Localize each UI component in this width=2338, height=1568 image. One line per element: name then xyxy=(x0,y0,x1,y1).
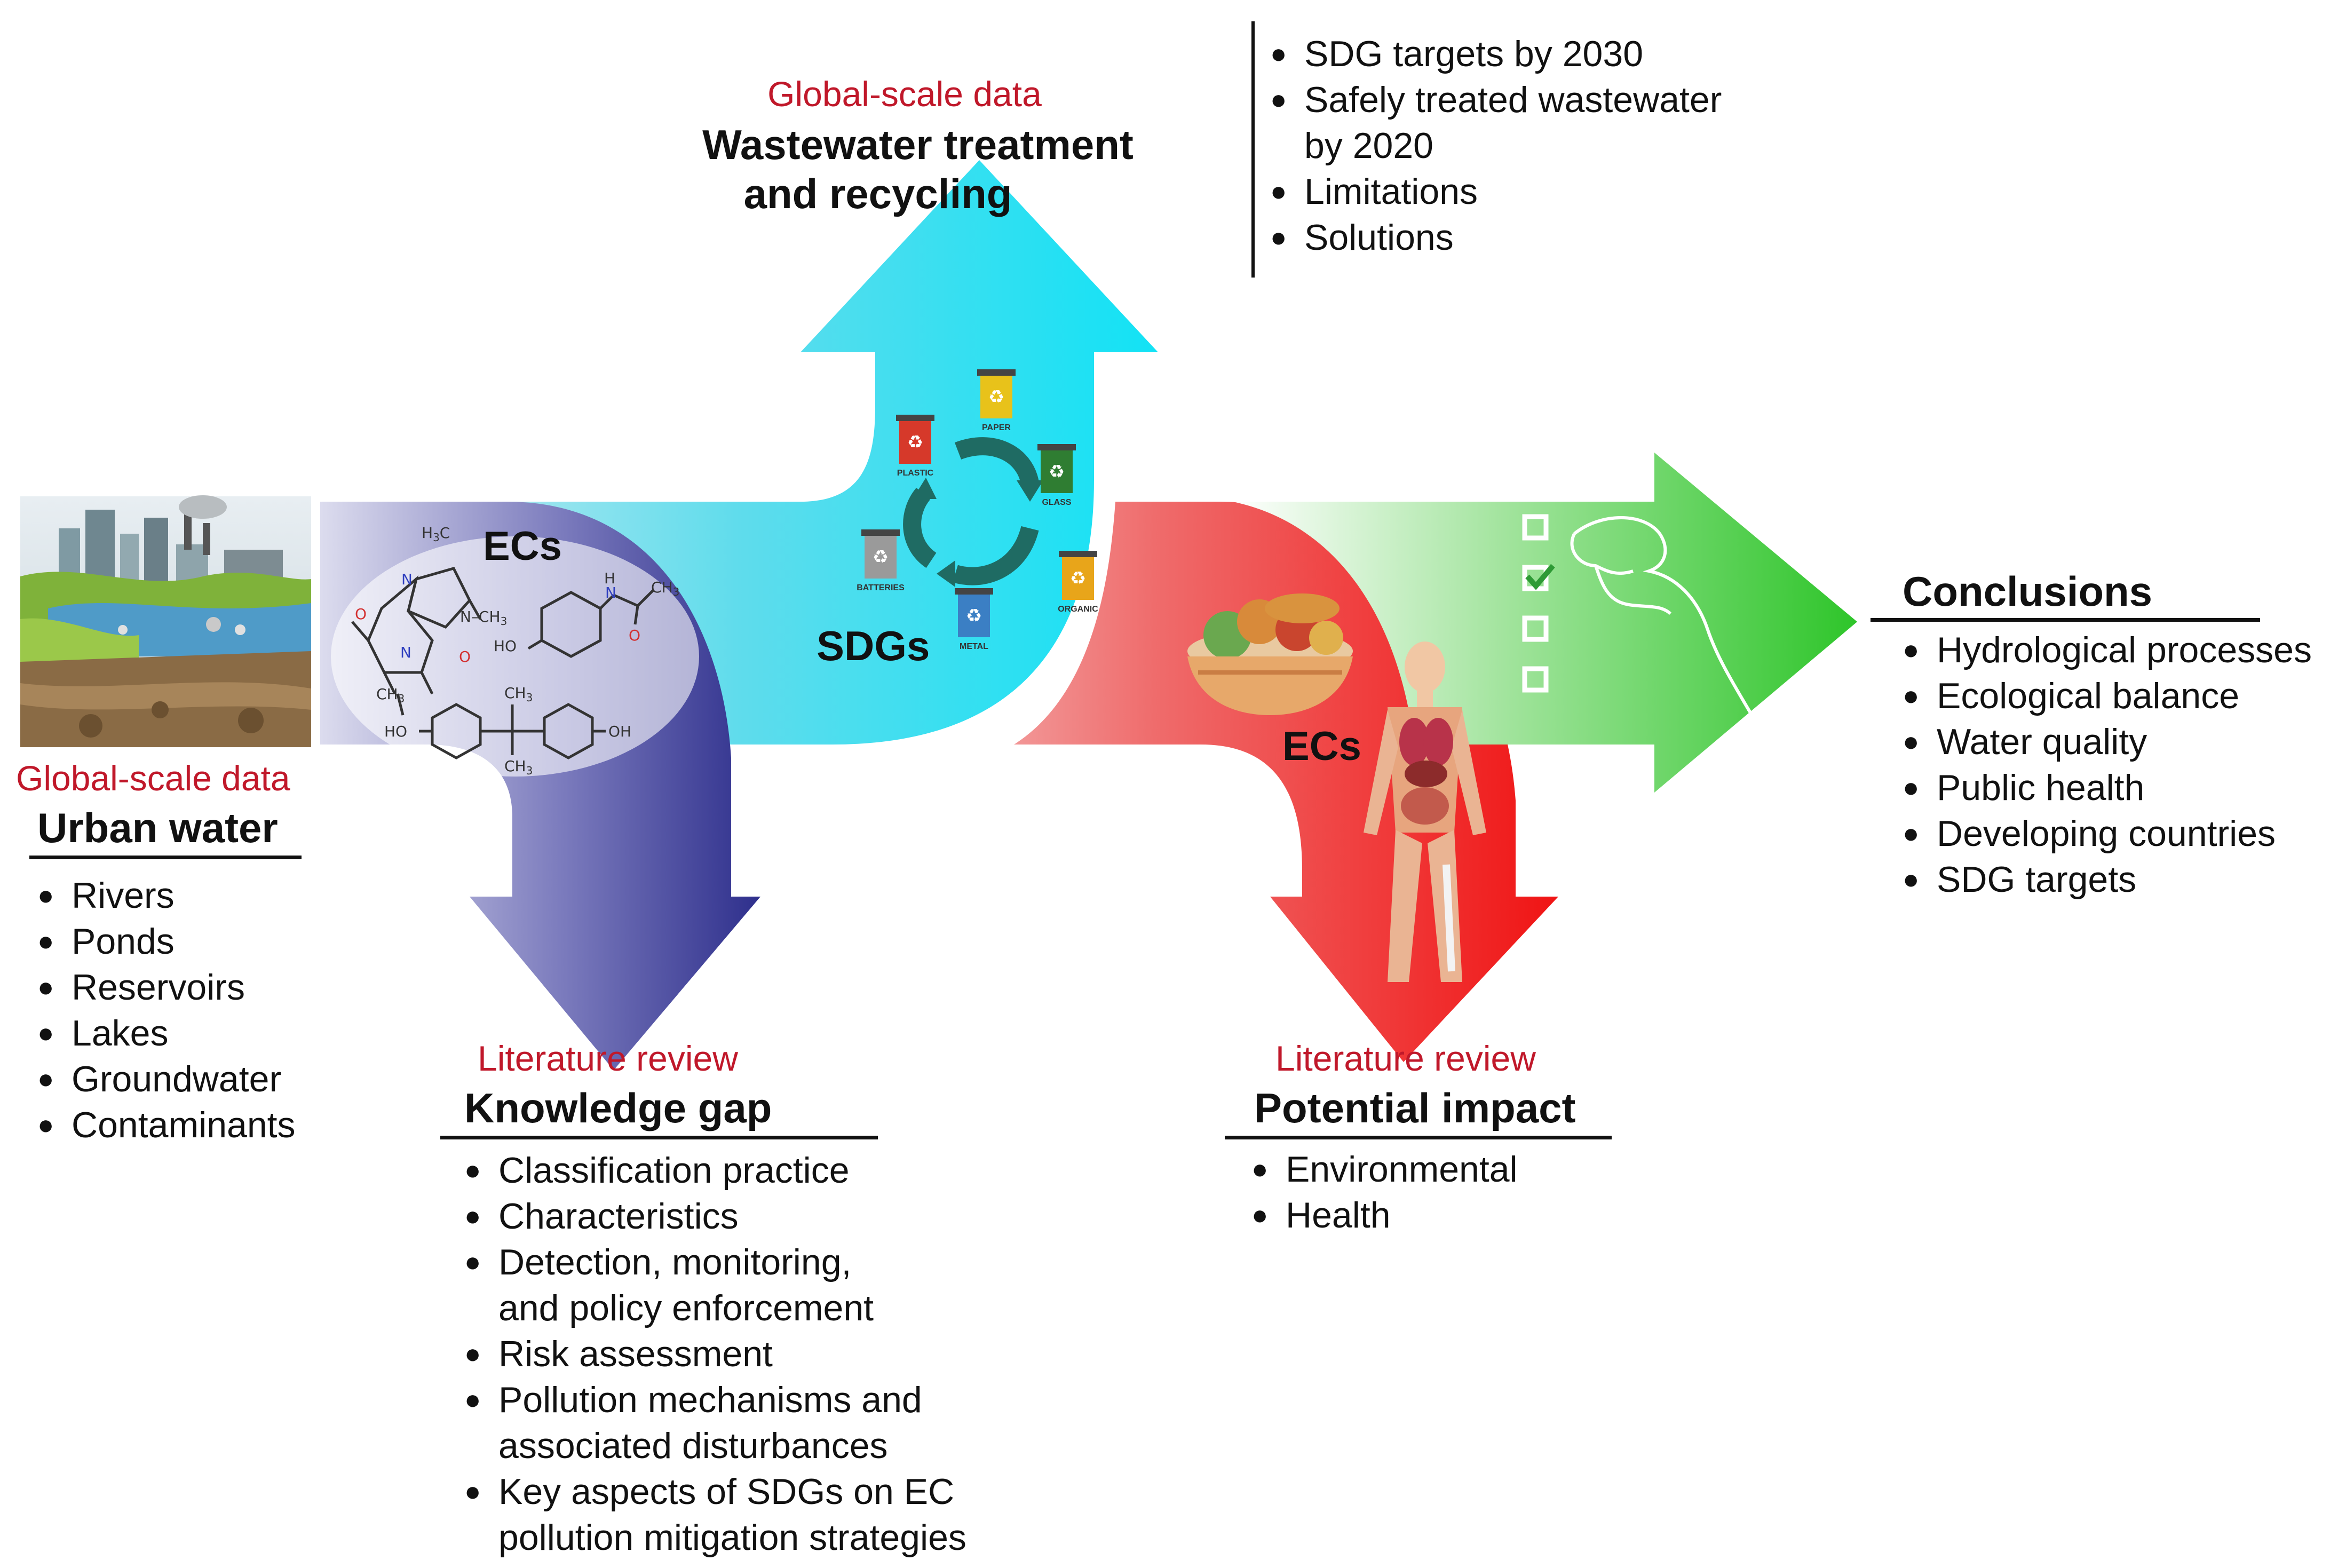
bin-glass: ♻ GLASS xyxy=(1037,444,1076,507)
conclusions-list: Hydrological processes Ecological balanc… xyxy=(1903,627,2312,902)
list-item: Ecological balance xyxy=(1903,673,2312,719)
paracetamol-structure xyxy=(527,589,655,658)
wastewater-title-line1: Wastewater treatment xyxy=(702,121,1134,168)
bisphenol-structure xyxy=(419,703,606,759)
svg-text:♻: ♻ xyxy=(1049,461,1065,482)
svg-text:♻: ♻ xyxy=(907,432,923,453)
recycling-cycle xyxy=(903,437,1043,587)
conclusions-title: Conclusions xyxy=(1903,568,2153,615)
paracetamol-o: O xyxy=(629,627,640,644)
potential-impact-tag: Literature review xyxy=(1275,1039,1536,1078)
knowledge-gap-list: Classification practice Characteristics … xyxy=(464,1147,966,1561)
list-item: Lakes xyxy=(37,1010,296,1056)
bin-batteries: ♻ BATTERIES xyxy=(857,529,905,592)
list-item: Groundwater xyxy=(37,1056,296,1102)
ecs-body-label: ECs xyxy=(1282,724,1361,769)
svg-text:O: O xyxy=(459,648,471,666)
molecules-panel: H3C N–CH3 CH3 O O N N H N CH3 O HO CH3 C… xyxy=(331,524,699,777)
list-item: SDG targets xyxy=(1903,857,2312,902)
paracetamol-ho: HO xyxy=(494,637,517,655)
svg-text:♻: ♻ xyxy=(873,547,889,568)
bisphenol-ho: HO xyxy=(384,723,407,740)
bin-label: BATTERIES xyxy=(857,583,905,592)
bisphenol-oh: OH xyxy=(608,723,631,740)
potential-impact-title: Potential impact xyxy=(1254,1084,1576,1131)
list-item: Risk assessment xyxy=(464,1331,966,1377)
bin-label: PLASTIC xyxy=(897,469,934,478)
bin-label: GLASS xyxy=(1042,498,1071,507)
list-item: Solutions xyxy=(1270,215,1722,260)
list-item: Ponds xyxy=(37,918,296,964)
list-item: Health xyxy=(1251,1192,1518,1238)
list-item: SDG targets by 2030 xyxy=(1270,31,1722,77)
list-item: Environmental xyxy=(1251,1146,1518,1192)
list-item: Reservoirs xyxy=(37,964,296,1010)
svg-text:N: N xyxy=(401,571,413,588)
checklist-illustration xyxy=(1522,514,1763,732)
ecs-molecules-label: ECs xyxy=(483,524,562,569)
urban-water-title: Urban water xyxy=(37,804,278,851)
list-item: Characteristics xyxy=(464,1193,966,1239)
svg-text:♻: ♻ xyxy=(1070,568,1086,589)
svg-text:♻: ♻ xyxy=(988,386,1004,408)
recycling-bins: ♻ PAPER ♻ GLASS ♻ ORGANIC ♻ METAL ♻ BATTERIES ♻ PLA… xyxy=(857,369,1098,651)
bin-plastic: ♻ PLASTIC xyxy=(896,415,934,478)
wastewater-tag: Global-scale data xyxy=(767,74,1042,114)
bin-paper: ♻ PAPER xyxy=(977,369,1016,432)
knowledge-gap-rule xyxy=(440,1136,878,1139)
list-item: Safely treated wastewater by 2020 xyxy=(1270,77,1722,169)
urban-water-illustration xyxy=(20,495,311,747)
bin-metal: ♻ METAL xyxy=(955,588,993,651)
paracetamol-n: N xyxy=(605,584,616,601)
impact-arrow xyxy=(758,502,1558,1062)
bin-label: PAPER xyxy=(982,423,1011,432)
list-item: Pollution mechanisms and associated dist… xyxy=(464,1377,966,1469)
wastewater-title-line2: and recycling xyxy=(743,170,1012,217)
caffeine-n-methyl: N–CH3 xyxy=(460,608,507,628)
list-item: Detection, monitoring, and policy enforc… xyxy=(464,1239,966,1331)
list-item: Classification practice xyxy=(464,1147,966,1193)
bin-label: ORGANIC xyxy=(1058,605,1098,614)
svg-text:N: N xyxy=(400,644,411,661)
conclusions-rule xyxy=(1871,618,2260,622)
urban-water-tag: Global-scale data xyxy=(16,758,290,798)
list-item: Key aspects of SDGs on EC pollution miti… xyxy=(464,1469,966,1561)
potential-impact-list: Environmental Health xyxy=(1251,1146,1518,1238)
sdgs-label: SDGs xyxy=(817,622,930,669)
potential-impact-rule xyxy=(1225,1136,1612,1139)
svg-text:O: O xyxy=(355,605,367,623)
bin-organic: ♻ ORGANIC xyxy=(1058,551,1098,614)
list-item: Water quality xyxy=(1903,719,2312,765)
human-body-illustration xyxy=(1364,642,1486,982)
list-item: Public health xyxy=(1903,765,2312,811)
knowledge-gap-tag: Literature review xyxy=(478,1039,738,1078)
list-item: Rivers xyxy=(37,873,296,918)
urban-water-list: Rivers Ponds Reservoirs Lakes Groundwate… xyxy=(37,873,296,1148)
list-item: Hydrological processes xyxy=(1903,627,2312,673)
knowledge-gap-title: Knowledge gap xyxy=(464,1084,772,1131)
food-bowl-illustration xyxy=(1187,593,1353,715)
urban-water-rule xyxy=(29,856,302,859)
bin-label: METAL xyxy=(960,642,988,651)
list-item: Limitations xyxy=(1270,169,1722,215)
caffeine-structure xyxy=(351,567,482,716)
svg-text:♻: ♻ xyxy=(966,605,982,627)
paracetamol-h: H xyxy=(604,569,615,587)
wastewater-list: SDG targets by 2030 Safely treated waste… xyxy=(1270,31,1722,260)
list-item: Developing countries xyxy=(1903,811,2312,857)
list-item: Contaminants xyxy=(37,1102,296,1148)
